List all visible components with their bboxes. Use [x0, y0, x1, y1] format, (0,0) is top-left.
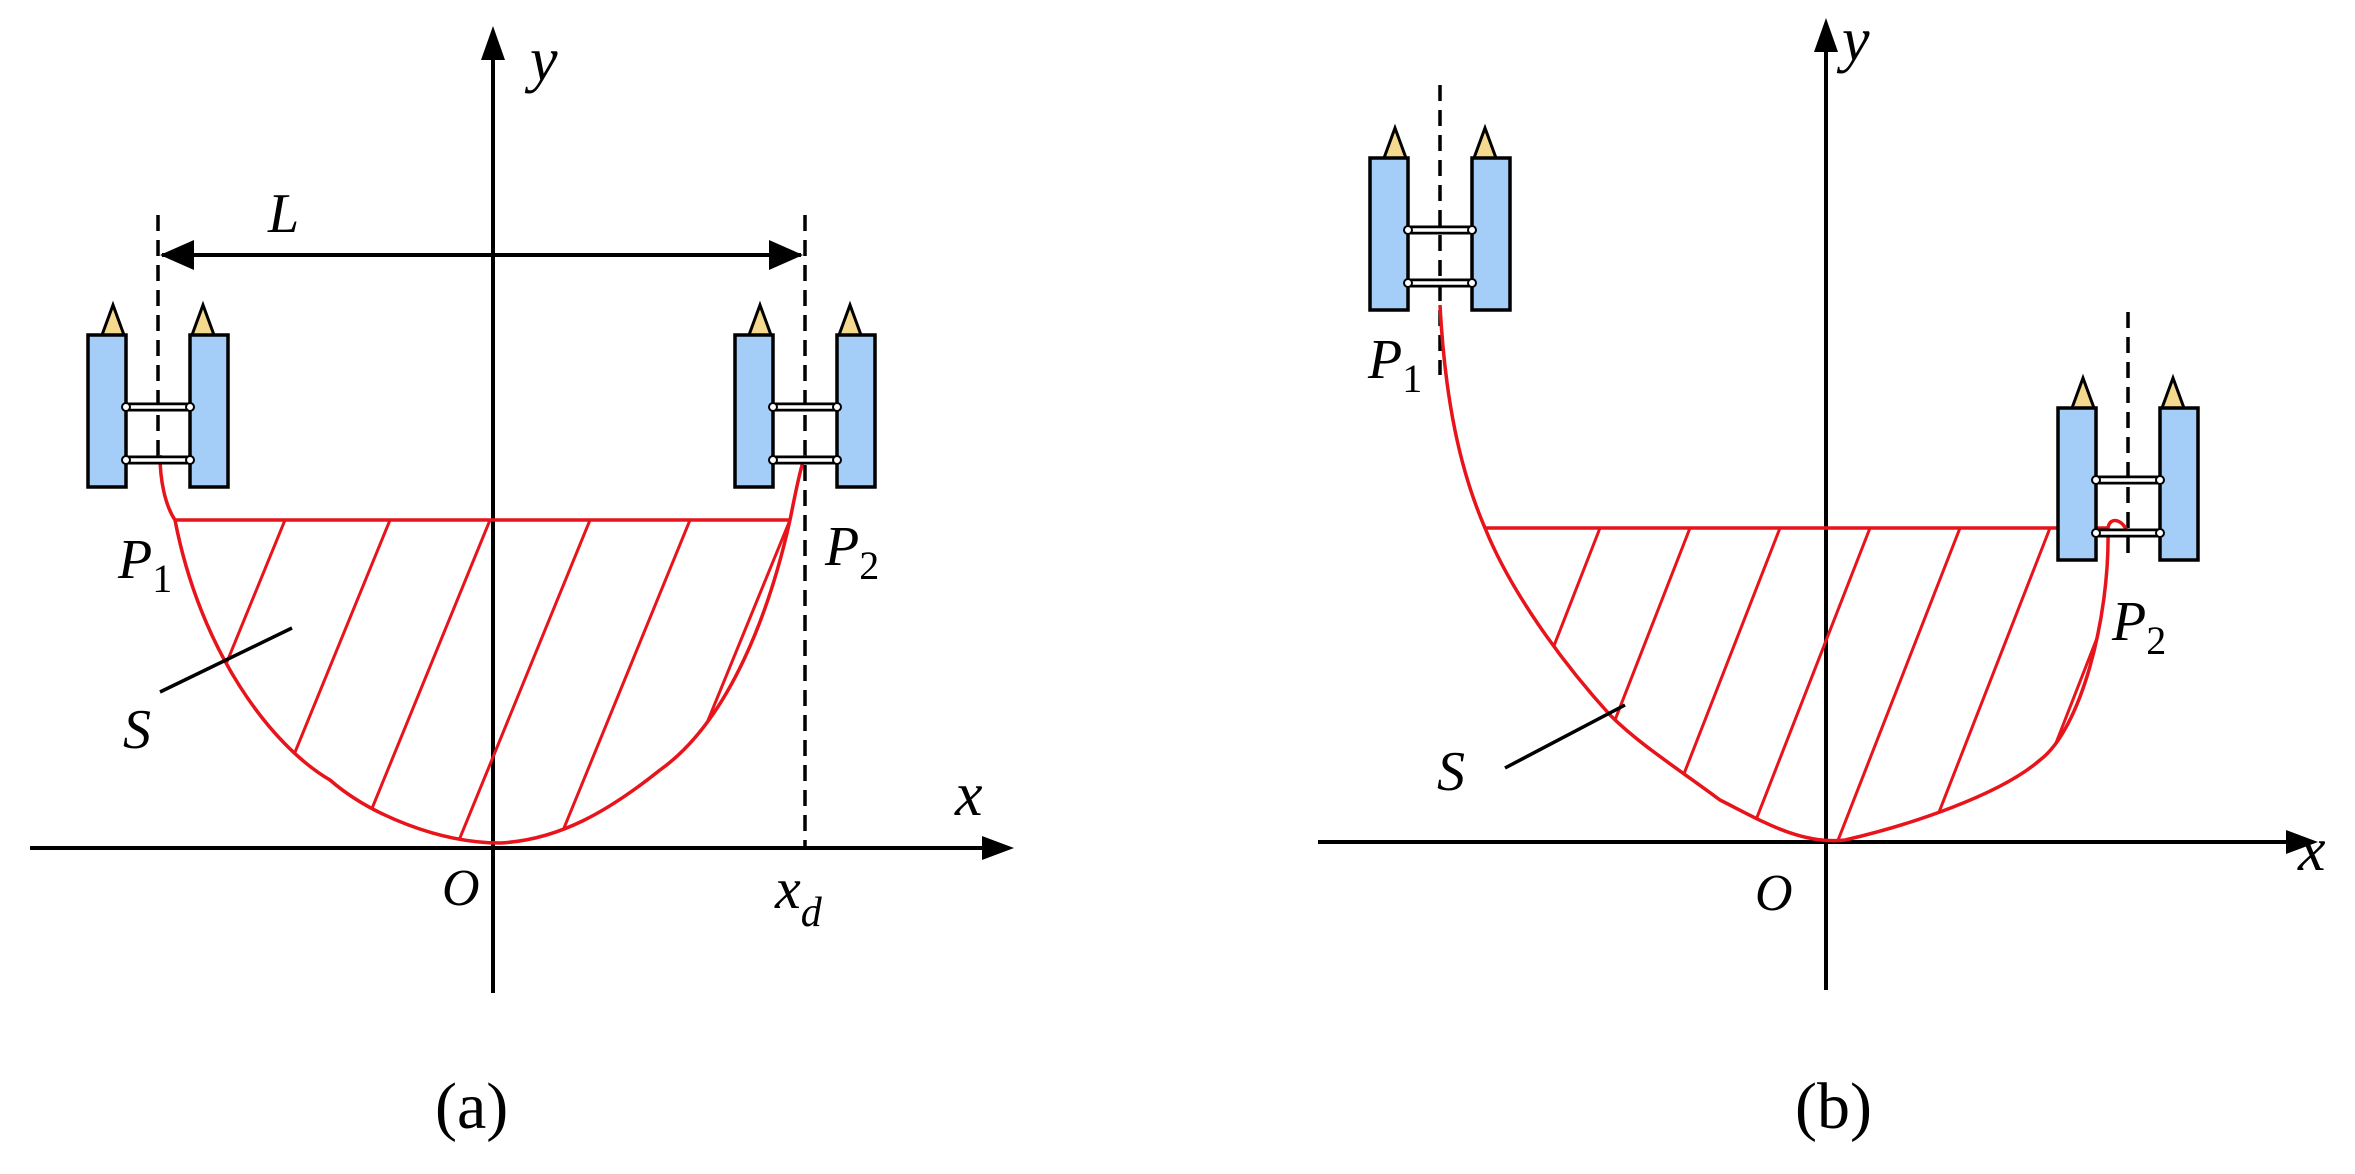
point-p1-label-b: P1	[1367, 329, 1422, 401]
point-p1-label-a: P1	[117, 529, 172, 601]
origin-label-a: O	[442, 860, 480, 917]
xd-label-a: xd	[774, 856, 823, 936]
area-leader-line-b	[1504, 703, 1626, 770]
distance-arrowhead-right-a	[769, 240, 803, 270]
y-axis-label-b: y	[1836, 6, 1870, 74]
rope-curve-a	[158, 454, 807, 845]
panel-a: x y O L S P1 P2 xd (a)	[30, 26, 1014, 1143]
hatched-area-b	[1485, 528, 2109, 841]
panel-b: x y O S P1 P2 (b)	[1318, 6, 2326, 1143]
x-axis-label-b: x	[2297, 816, 2326, 884]
area-leader-line-a	[159, 626, 293, 694]
origin-label-b: O	[1755, 865, 1793, 922]
x-axis-label-a: x	[954, 761, 983, 829]
x-axis-arrow-b	[2286, 830, 2318, 854]
rope-curve-b	[1438, 304, 2130, 843]
area-label-a: S	[123, 699, 151, 761]
caption-b: (b)	[1795, 1070, 1872, 1143]
caption-a: (a)	[435, 1070, 508, 1143]
y-axis-arrow-b	[1814, 18, 1838, 52]
x-axis-arrow-a	[982, 836, 1014, 860]
point-p2-label-a: P2	[824, 516, 879, 588]
area-label-b: S	[1437, 741, 1465, 803]
distance-label-a: L	[267, 183, 299, 245]
distance-arrowhead-left-a	[160, 240, 194, 270]
y-axis-label-a: y	[524, 26, 558, 94]
point-p2-label-b: P2	[2111, 591, 2166, 663]
y-axis-arrow-a	[481, 26, 505, 60]
